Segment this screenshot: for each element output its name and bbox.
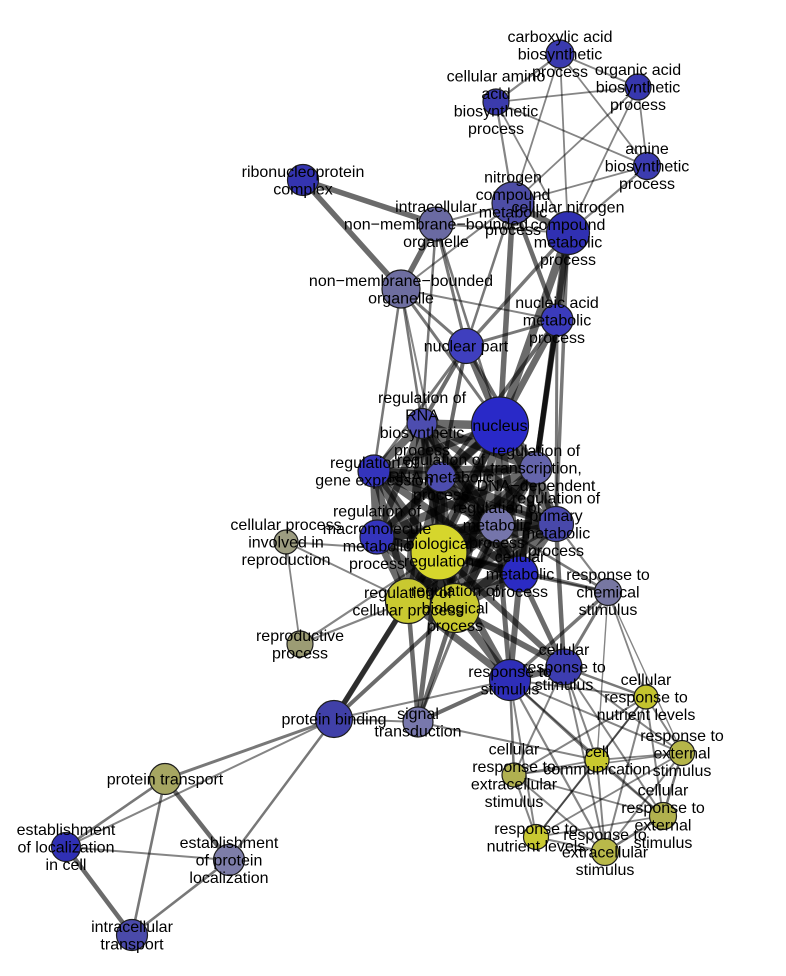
svg-text:nucleus: nucleus	[472, 418, 527, 435]
svg-text:protein binding: protein binding	[282, 712, 387, 729]
svg-text:nuclear part: nuclear part	[424, 339, 509, 356]
svg-text:protein transport: protein transport	[107, 772, 224, 789]
